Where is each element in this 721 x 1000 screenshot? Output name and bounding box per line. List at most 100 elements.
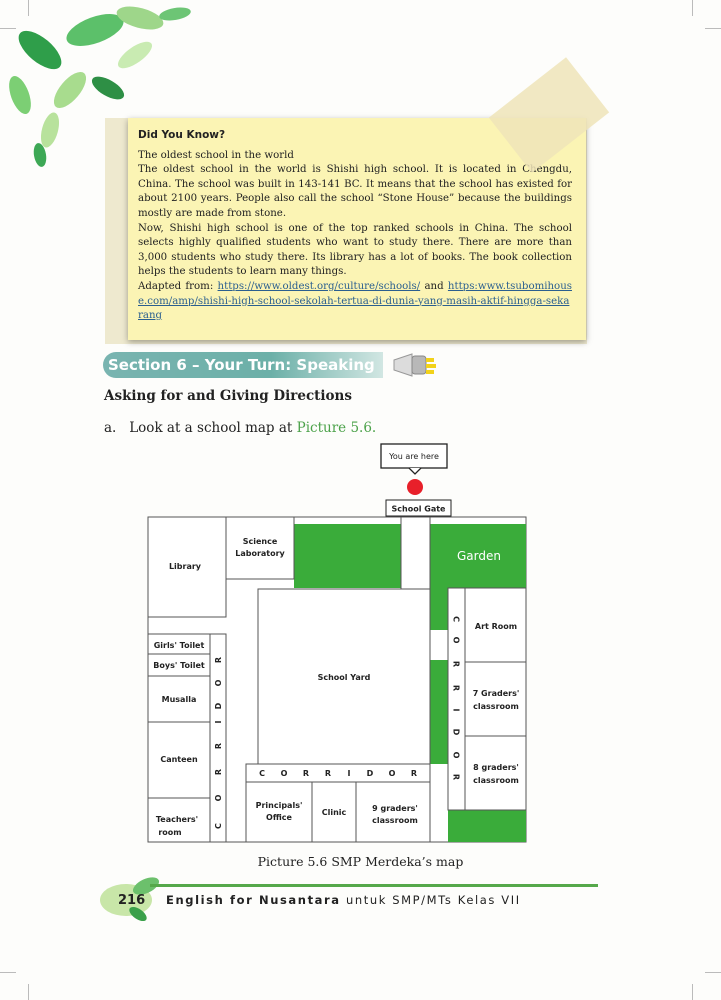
source-link-1[interactable]: https://www.oldest.org/culture/schools/ <box>217 280 421 292</box>
source-link-2[interactable]: https:www.tsubomihouse.com/amp/shishi-hi… <box>138 280 572 322</box>
left-corridor-letters: C O R R I D O R <box>214 657 223 829</box>
you-are-here-label: You are here <box>388 452 439 461</box>
principal-office-label: Office <box>266 813 292 822</box>
corridor-letter: O <box>452 752 461 759</box>
garden-label: Garden <box>457 549 501 563</box>
school-yard <box>257 588 431 765</box>
corridor-letter: R <box>214 769 223 775</box>
school-gate <box>385 499 452 517</box>
did-you-know-title: Did You Know? <box>138 129 226 141</box>
science-lab-room <box>225 516 295 580</box>
green-area <box>448 810 526 842</box>
school-yard-label: School Yard <box>318 673 371 682</box>
science-lab-label: Laboratory <box>235 549 285 558</box>
canteen-room <box>147 721 211 799</box>
crop-mark <box>0 28 16 29</box>
grade8-label: classroom <box>473 776 519 785</box>
corridor-letter: R <box>452 661 461 667</box>
corridor-letter: O <box>214 679 223 686</box>
bottom-corridor-letters: C O R R I D O R <box>259 769 417 778</box>
did-you-know-subtitle: The oldest school in the world <box>138 149 294 161</box>
garden-area <box>430 524 526 588</box>
footer-leaf-icon <box>100 877 160 922</box>
location-marker-icon <box>407 479 423 495</box>
corridor-letter: R <box>452 774 461 780</box>
picture-reference: Picture 5.6. <box>296 420 377 436</box>
grade8-label: 8 graders' <box>473 763 519 772</box>
crop-mark <box>705 28 721 29</box>
crop-mark <box>705 972 721 973</box>
corridor-letter: C <box>214 823 223 829</box>
corridor-letter: O <box>389 769 396 778</box>
art-room <box>464 587 527 663</box>
corridor-letter: I <box>452 709 461 712</box>
corridor-letter: O <box>214 794 223 801</box>
art-room-label: Art Room <box>475 622 517 631</box>
footer-book-title: English for Nusantara untuk SMP/MTs Kela… <box>166 893 521 907</box>
crop-mark <box>0 972 16 973</box>
canteen-label: Canteen <box>160 755 198 764</box>
corridor-letter: R <box>214 743 223 749</box>
library-label: Library <box>169 562 202 571</box>
green-area <box>430 660 448 764</box>
corridor-letter: C <box>259 769 265 778</box>
did-you-know-box: Did You Know? The oldest school in the w… <box>128 118 586 340</box>
teachers-room-label: Teachers' <box>156 815 198 824</box>
corridor-letter: D <box>452 729 461 736</box>
teachers-room-label: room <box>158 828 181 837</box>
did-you-know-paragraph: Now, Shishi high school is one of the to… <box>138 222 572 278</box>
source-line: Adapted from: https://www.oldest.org/cul… <box>138 280 572 324</box>
grade9-label: classroom <box>372 816 418 825</box>
heading-asking-directions: Asking for and Giving Directions <box>104 388 352 404</box>
musalla-label: Musalla <box>162 695 197 704</box>
musalla-room <box>147 675 211 723</box>
book-title-bold: English for Nusantara <box>166 893 341 907</box>
corridor-letter: O <box>281 769 288 778</box>
left-corridor <box>209 633 227 843</box>
figure-caption: Picture 5.6 SMP Merdeka’s map <box>257 854 464 869</box>
girls-toilet-label: Girls' Toilet <box>154 641 205 650</box>
corridor-letter: D <box>367 769 374 778</box>
green-area <box>294 524 401 588</box>
grade7-label: classroom <box>473 702 519 711</box>
clinic-label: Clinic <box>322 808 347 817</box>
megaphone-icon <box>393 353 436 377</box>
science-lab-label: Science <box>243 537 278 546</box>
book-title-rest: untuk SMP/MTs Kelas VII <box>345 893 521 907</box>
page-number: 216 <box>118 893 146 908</box>
corridor-letter: R <box>325 769 331 778</box>
principal-office-label: Principals' <box>256 801 303 810</box>
crop-mark <box>692 984 693 1000</box>
boys-toilet-label: Boys' Toilet <box>153 661 205 670</box>
bottom-corridor <box>245 763 431 783</box>
instruction-a: a. Look at a school map at Picture 5.6. <box>104 420 376 436</box>
section-banner <box>103 352 383 378</box>
green-area <box>430 588 448 630</box>
crop-mark <box>28 0 29 16</box>
grade7-classroom <box>464 661 527 737</box>
corridor-letter: R <box>303 769 309 778</box>
crop-mark <box>692 0 693 16</box>
crop-mark <box>28 984 29 1000</box>
item-text: Look at a school map at <box>129 420 293 436</box>
adapted-from-label: Adapted from: <box>138 280 214 292</box>
corridor-letter: I <box>214 720 223 723</box>
school-gate-label: School Gate <box>392 505 447 514</box>
corridor-letter: C <box>452 616 461 622</box>
teachers-room <box>147 797 211 843</box>
corridor-letter: R <box>214 657 223 663</box>
right-corridor-letters: C O R R I D O R <box>452 616 461 780</box>
leaves-decoration <box>9 6 191 167</box>
footer-rule <box>150 884 598 887</box>
library-room <box>147 516 227 618</box>
grade9-classroom <box>355 781 431 843</box>
corridor-letter: O <box>452 637 461 644</box>
source-and: and <box>424 280 444 292</box>
grade8-classroom <box>464 735 527 811</box>
section-title: Section 6 – Your Turn: Speaking <box>108 356 375 374</box>
corridor-letter: D <box>214 702 223 709</box>
corridor-letter: R <box>452 685 461 691</box>
did-you-know-paragraph: The oldest school in the world is Shishi… <box>138 164 572 219</box>
corridor-letter: I <box>348 769 351 778</box>
